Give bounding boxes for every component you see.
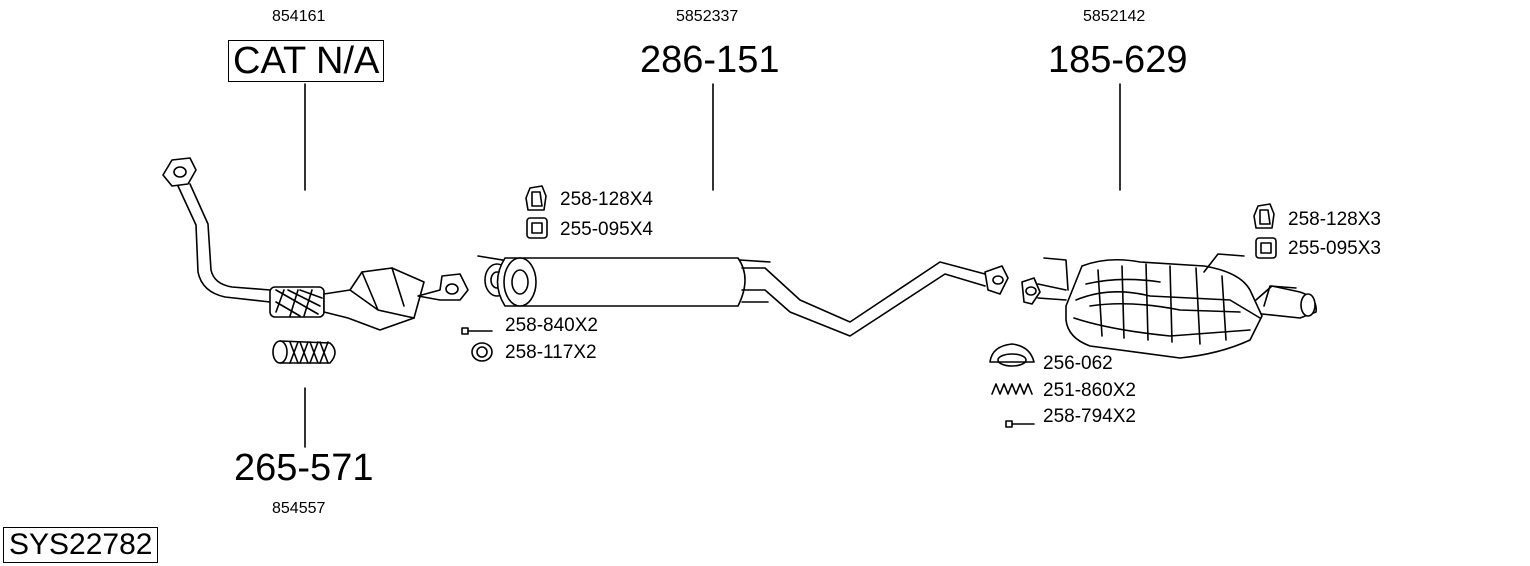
accessory-spring[interactable]: 251-860X2 [1043,380,1136,401]
middle-silencer-part [477,255,1009,337]
accessory-rear-rubber[interactable]: 255-095X3 [1288,238,1381,259]
rear-silencer-part [1021,253,1317,359]
part-number-flex[interactable]: 265-571 [234,447,374,489]
accessory-ring[interactable]: 258-117X2 [505,342,597,363]
accessory-gasket[interactable]: 256-062 [1043,353,1113,374]
flex-pipe-part [272,340,336,364]
accessory-middle-clamp[interactable]: 258-128X4 [560,189,653,210]
clamp-icon [525,185,547,211]
part-number-rear[interactable]: 185-629 [1048,39,1188,81]
clamp-icon-rear [1253,203,1275,229]
rubber-mount-icon [526,217,548,239]
bolt-icon-rear [1005,420,1035,428]
accessory-rear-clamp[interactable]: 258-128X3 [1288,209,1381,230]
oe-number-flex: 854557 [272,500,326,517]
bolt-icon [461,327,493,335]
ring-icon [471,342,493,362]
gasket-icon [989,343,1035,367]
system-id-label: SYS22782 [3,527,159,563]
spring-icon [991,383,1033,395]
oe-number-rear: 5852142 [1083,8,1146,25]
accessory-bolt[interactable]: 258-840X2 [505,315,598,336]
accessory-rear-bolt[interactable]: 258-794X2 [1043,406,1136,427]
oe-number-middle: 5852337 [676,8,739,25]
oe-number-catalytic: 854161 [272,8,326,25]
part-number-catalytic[interactable]: CAT N/A [228,40,385,82]
accessory-middle-rubber[interactable]: 255-095X4 [560,219,653,240]
front-pipe-catalyst-part [162,157,469,331]
part-number-middle[interactable]: 286-151 [640,39,780,81]
rubber-mount-icon-rear [1255,237,1277,259]
